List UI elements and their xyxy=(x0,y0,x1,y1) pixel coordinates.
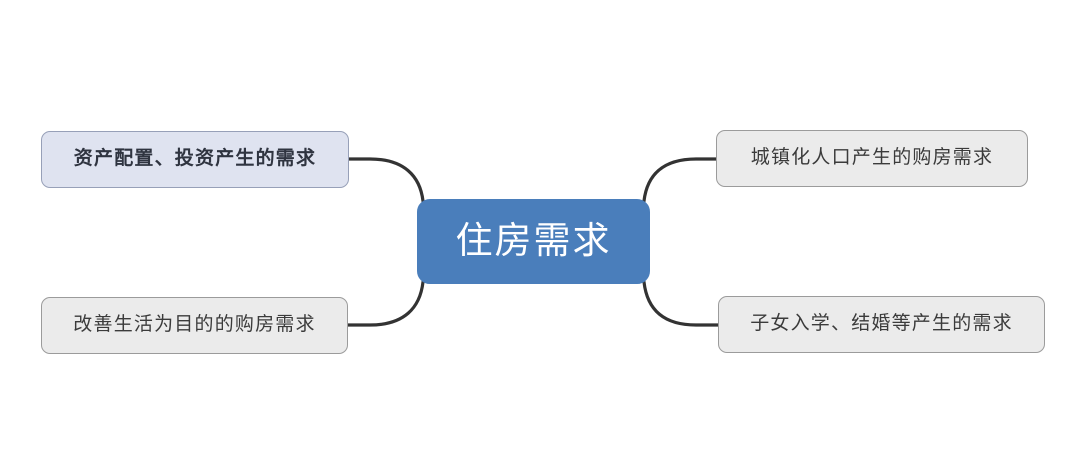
branch-label-top-left: 资产配置、投资产生的需求 xyxy=(73,148,317,170)
branch-node-top-right[interactable]: 城镇化人口产生的购房需求 xyxy=(716,130,1028,187)
branch-label-top-right: 城镇化人口产生的购房需求 xyxy=(750,147,994,169)
branch-node-top-left[interactable]: 资产配置、投资产生的需求 xyxy=(41,131,349,188)
branch-node-bottom-left[interactable]: 改善生活为目的的购房需求 xyxy=(41,297,348,354)
connector-top-right xyxy=(642,157,718,203)
connector-bottom-right xyxy=(642,280,720,327)
branch-label-bottom-right: 子女入学、结婚等产生的需求 xyxy=(750,313,1013,335)
central-node[interactable]: 住房需求 xyxy=(417,199,650,284)
central-node-label: 住房需求 xyxy=(455,220,612,262)
branch-label-bottom-left: 改善生活为目的的购房需求 xyxy=(73,314,316,336)
branch-node-bottom-right[interactable]: 子女入学、结婚等产生的需求 xyxy=(718,296,1045,353)
connector-top-left xyxy=(347,157,425,203)
connector-bottom-left xyxy=(346,280,425,327)
